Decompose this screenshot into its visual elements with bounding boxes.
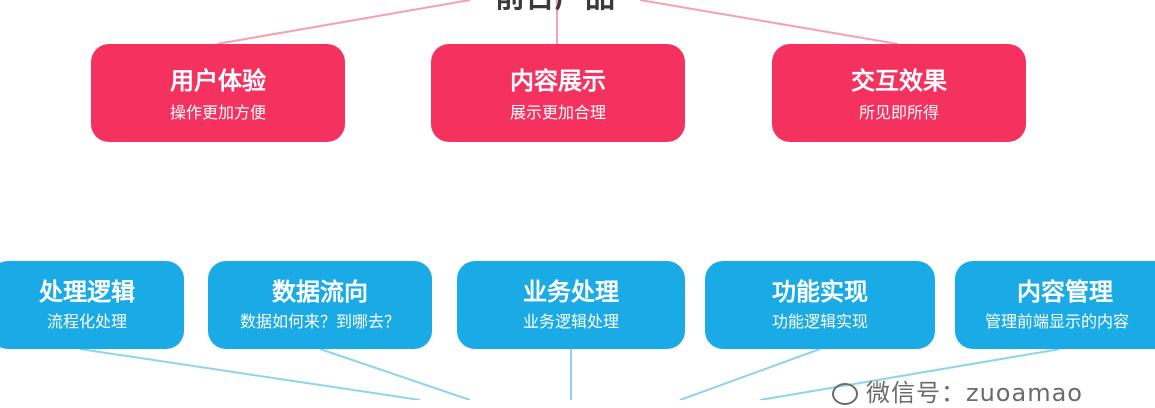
connector-red-right: [639, 0, 899, 45]
blue-box-processing-logic: 处理逻辑 流程化处理: [0, 261, 184, 349]
red-box-content-display: 内容展示 展示更加合理: [431, 44, 685, 142]
connector-blue-5: [759, 348, 1061, 400]
connector-blue-4: [679, 348, 821, 400]
red-box-title: 交互效果: [851, 67, 947, 95]
wechat-icon: [832, 383, 858, 405]
diagram-root-title: 前台产品: [470, 0, 640, 18]
blue-box-data-flow: 数据流向 数据如何来？到哪去？: [208, 261, 432, 349]
red-box-user-experience: 用户体验 操作更加方便: [91, 44, 345, 142]
blue-box-subtitle: 流程化处理: [46, 312, 127, 331]
red-box-title: 内容展示: [510, 67, 606, 95]
red-box-subtitle: 操作更加方便: [169, 103, 266, 122]
blue-box-title: 内容管理: [1017, 278, 1113, 306]
blue-box-subtitle: 业务逻辑处理: [522, 312, 619, 331]
blue-box-title: 数据流向: [272, 278, 368, 306]
red-box-subtitle: 所见即所得: [858, 103, 939, 122]
red-box-title: 用户体验: [170, 67, 266, 95]
red-box-subtitle: 展示更加合理: [509, 103, 606, 122]
blue-box-subtitle: 功能逻辑实现: [771, 312, 868, 331]
wechat-watermark: 微信号：zuoamao: [832, 378, 1083, 408]
connector-blue-1: [79, 348, 421, 400]
blue-box-content-management: 内容管理 管理前端显示的内容: [955, 261, 1155, 349]
connector-red-left: [216, 0, 471, 45]
blue-box-subtitle: 数据如何来？到哪去？: [239, 312, 400, 331]
blue-box-business-processing: 业务处理 业务逻辑处理: [457, 261, 685, 349]
red-box-interaction-effect: 交互效果 所见即所得: [772, 44, 1026, 142]
connector-blue-2: [319, 348, 471, 400]
watermark-text: 微信号：zuoamao: [866, 379, 1083, 407]
blue-box-title: 业务处理: [523, 278, 619, 306]
blue-box-subtitle: 管理前端显示的内容: [985, 312, 1130, 331]
blue-box-title: 处理逻辑: [39, 278, 135, 306]
blue-box-function-implementation: 功能实现 功能逻辑实现: [705, 261, 935, 349]
blue-box-title: 功能实现: [772, 278, 868, 306]
